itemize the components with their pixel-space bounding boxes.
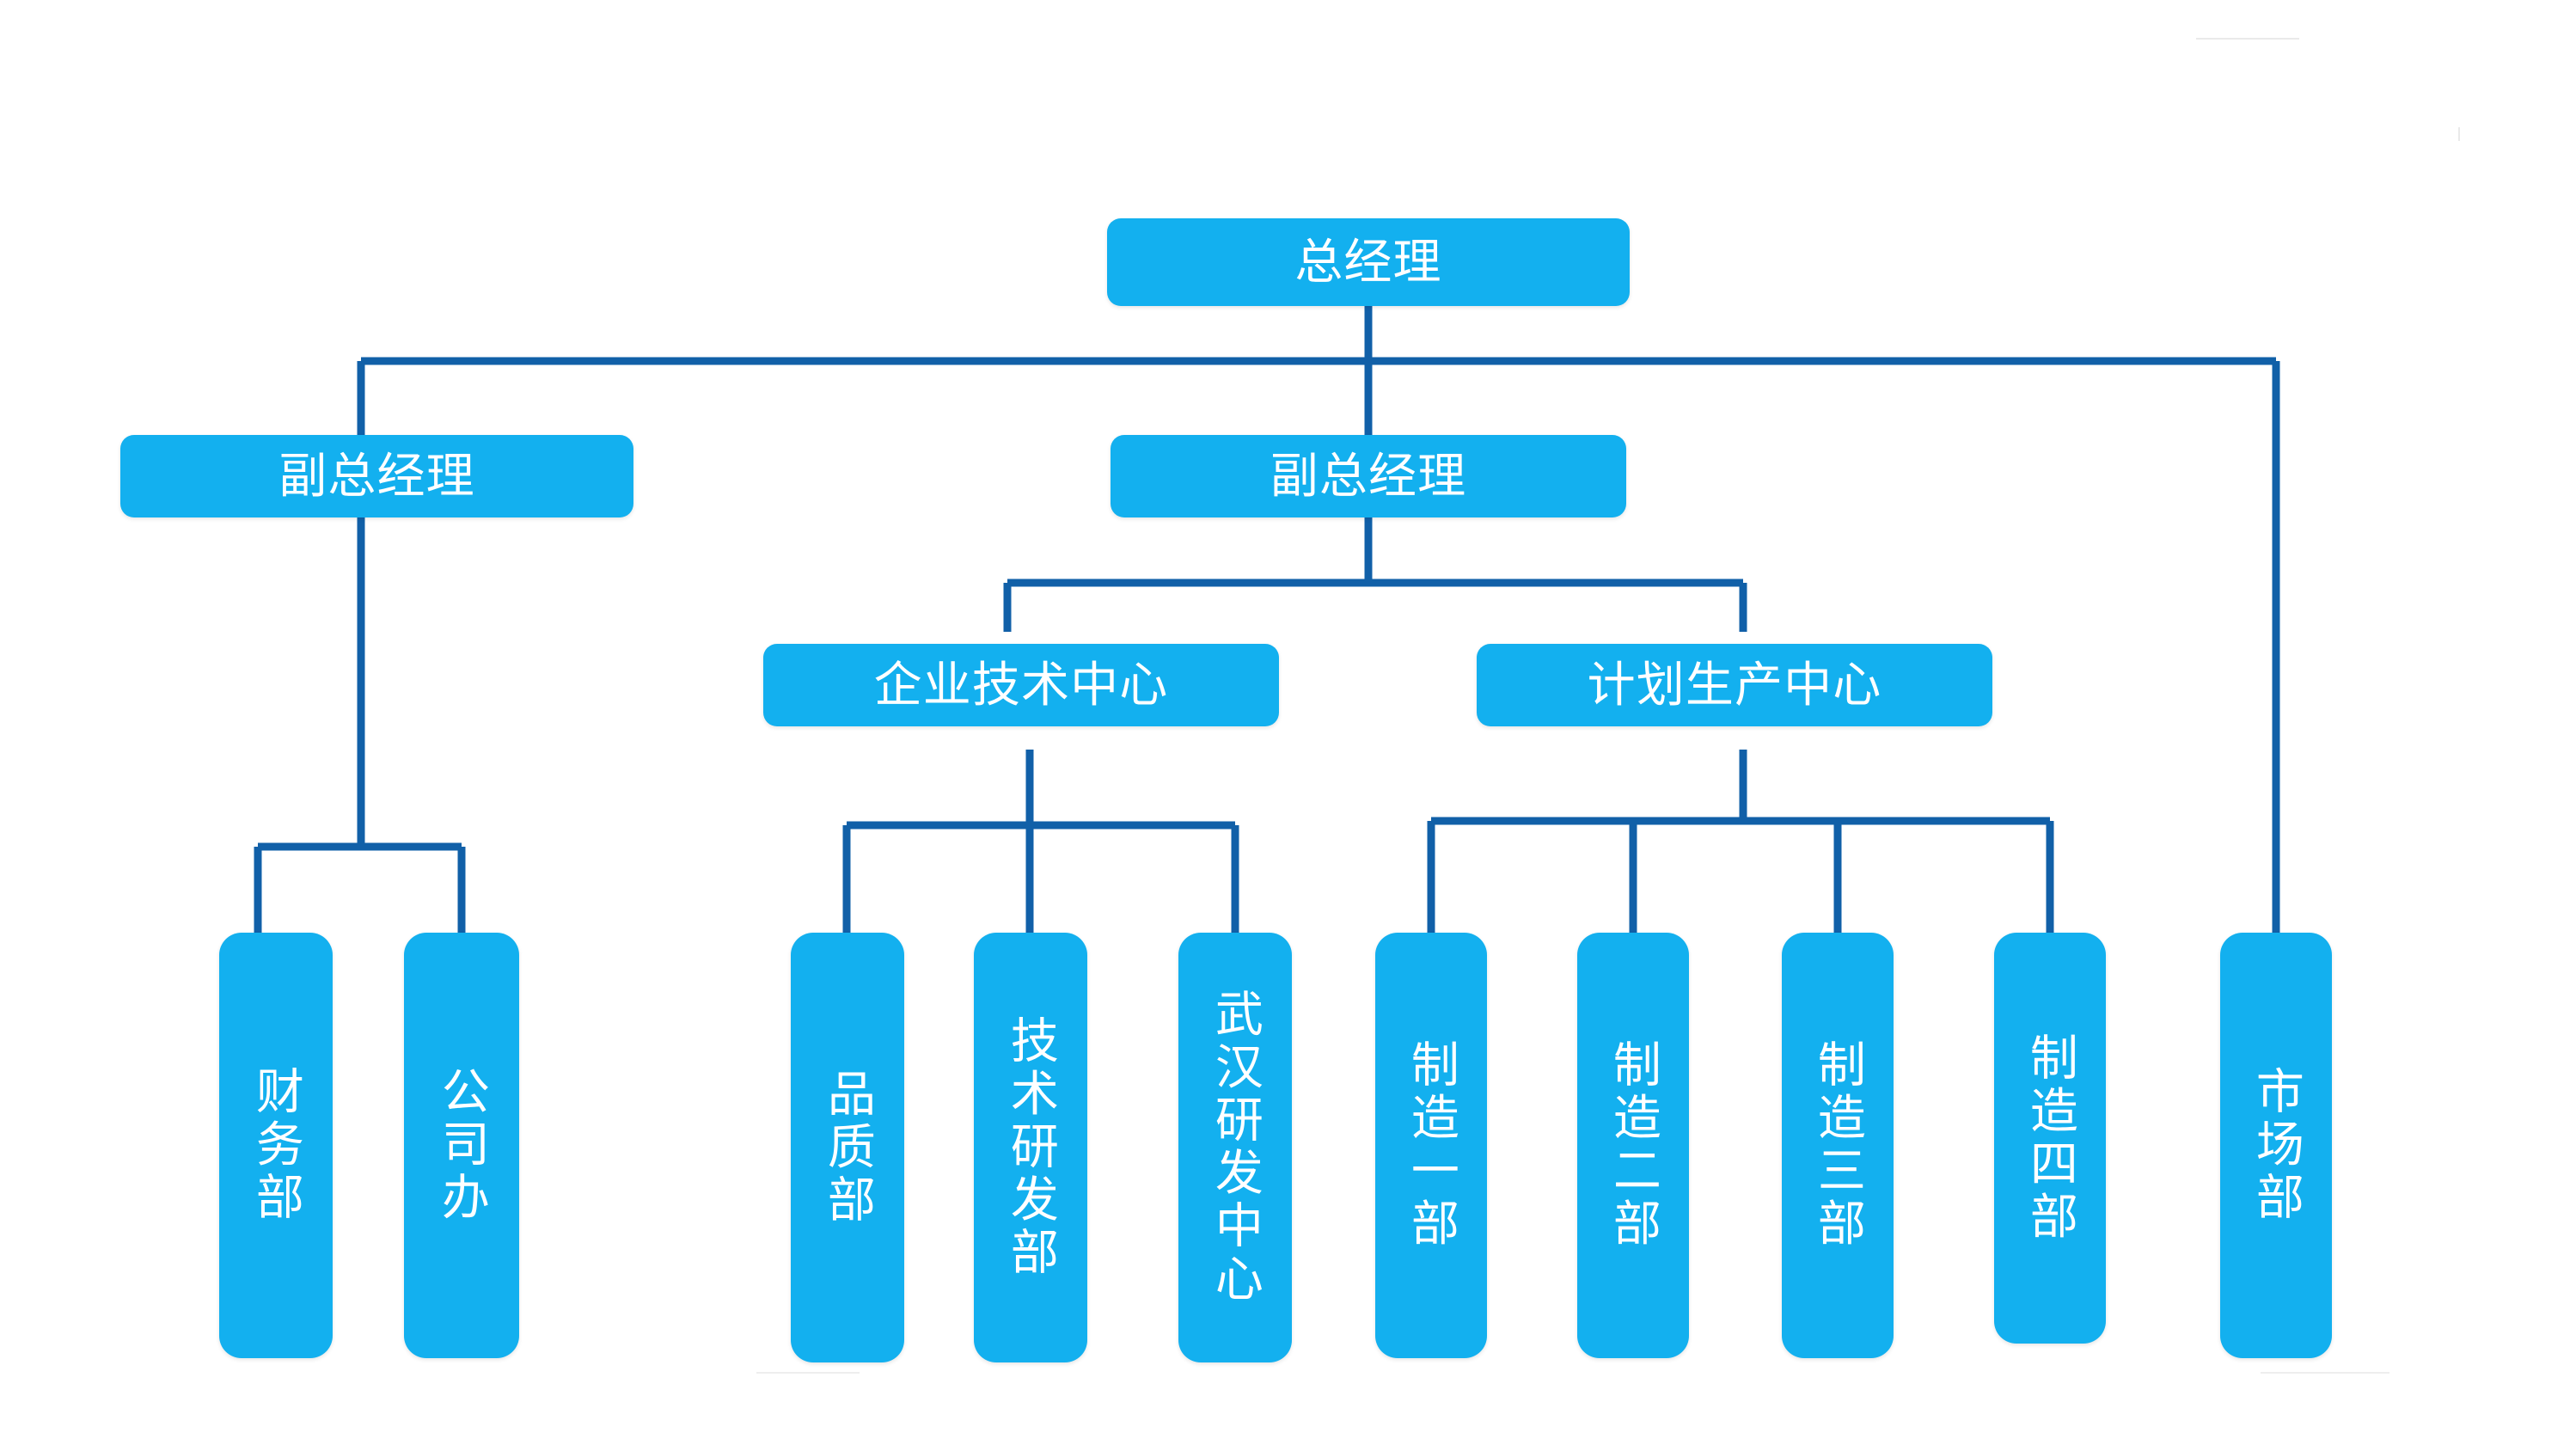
node-label: 公司办 <box>435 1066 490 1225</box>
node-label: 计划生产中心 <box>1587 657 1882 712</box>
node-general-manager[interactable]: 总经理 <box>1107 218 1630 306</box>
node-label: 品质部 <box>821 1068 876 1228</box>
node-label: 技术研发部 <box>1004 1015 1059 1280</box>
node-market-department[interactable]: 市场部 <box>2220 933 2332 1358</box>
node-label: 制造四部 <box>2023 1032 2078 1245</box>
stray-mark-upper-right <box>2458 127 2460 141</box>
node-label: 总经理 <box>1294 234 1442 289</box>
node-label: 制造一部 <box>1404 1039 1459 1252</box>
stray-mark-lower-right <box>2261 1372 2389 1374</box>
node-label: 副总经理 <box>278 448 475 503</box>
node-label: 企业技术中心 <box>873 657 1169 712</box>
node-technology-rd-department[interactable]: 技术研发部 <box>974 933 1087 1362</box>
node-label: 武汉研发中心 <box>1208 989 1264 1307</box>
node-company-office[interactable]: 公司办 <box>404 933 519 1358</box>
node-manufacturing-department-3[interactable]: 制造三部 <box>1782 933 1894 1358</box>
node-manufacturing-department-4[interactable]: 制造四部 <box>1994 933 2106 1344</box>
node-label: 市场部 <box>2249 1066 2304 1225</box>
node-finance-department[interactable]: 财务部 <box>219 933 333 1358</box>
node-quality-department[interactable]: 品质部 <box>791 933 904 1362</box>
stray-mark-top-right <box>2196 38 2299 40</box>
node-label: 副总经理 <box>1270 448 1467 503</box>
node-label: 制造二部 <box>1606 1039 1661 1252</box>
node-wuhan-rd-center[interactable]: 武汉研发中心 <box>1178 933 1292 1362</box>
node-planning-production-center[interactable]: 计划生产中心 <box>1477 644 1992 726</box>
node-deputy-general-manager-center[interactable]: 副总经理 <box>1111 435 1626 517</box>
node-enterprise-technology-center[interactable]: 企业技术中心 <box>763 644 1279 726</box>
node-label: 财务部 <box>249 1066 304 1225</box>
node-manufacturing-department-2[interactable]: 制造二部 <box>1577 933 1689 1358</box>
node-deputy-general-manager-left[interactable]: 副总经理 <box>120 435 633 517</box>
node-manufacturing-department-1[interactable]: 制造一部 <box>1375 933 1487 1358</box>
stray-mark-lower-left <box>756 1372 860 1374</box>
node-label: 制造三部 <box>1811 1039 1866 1252</box>
